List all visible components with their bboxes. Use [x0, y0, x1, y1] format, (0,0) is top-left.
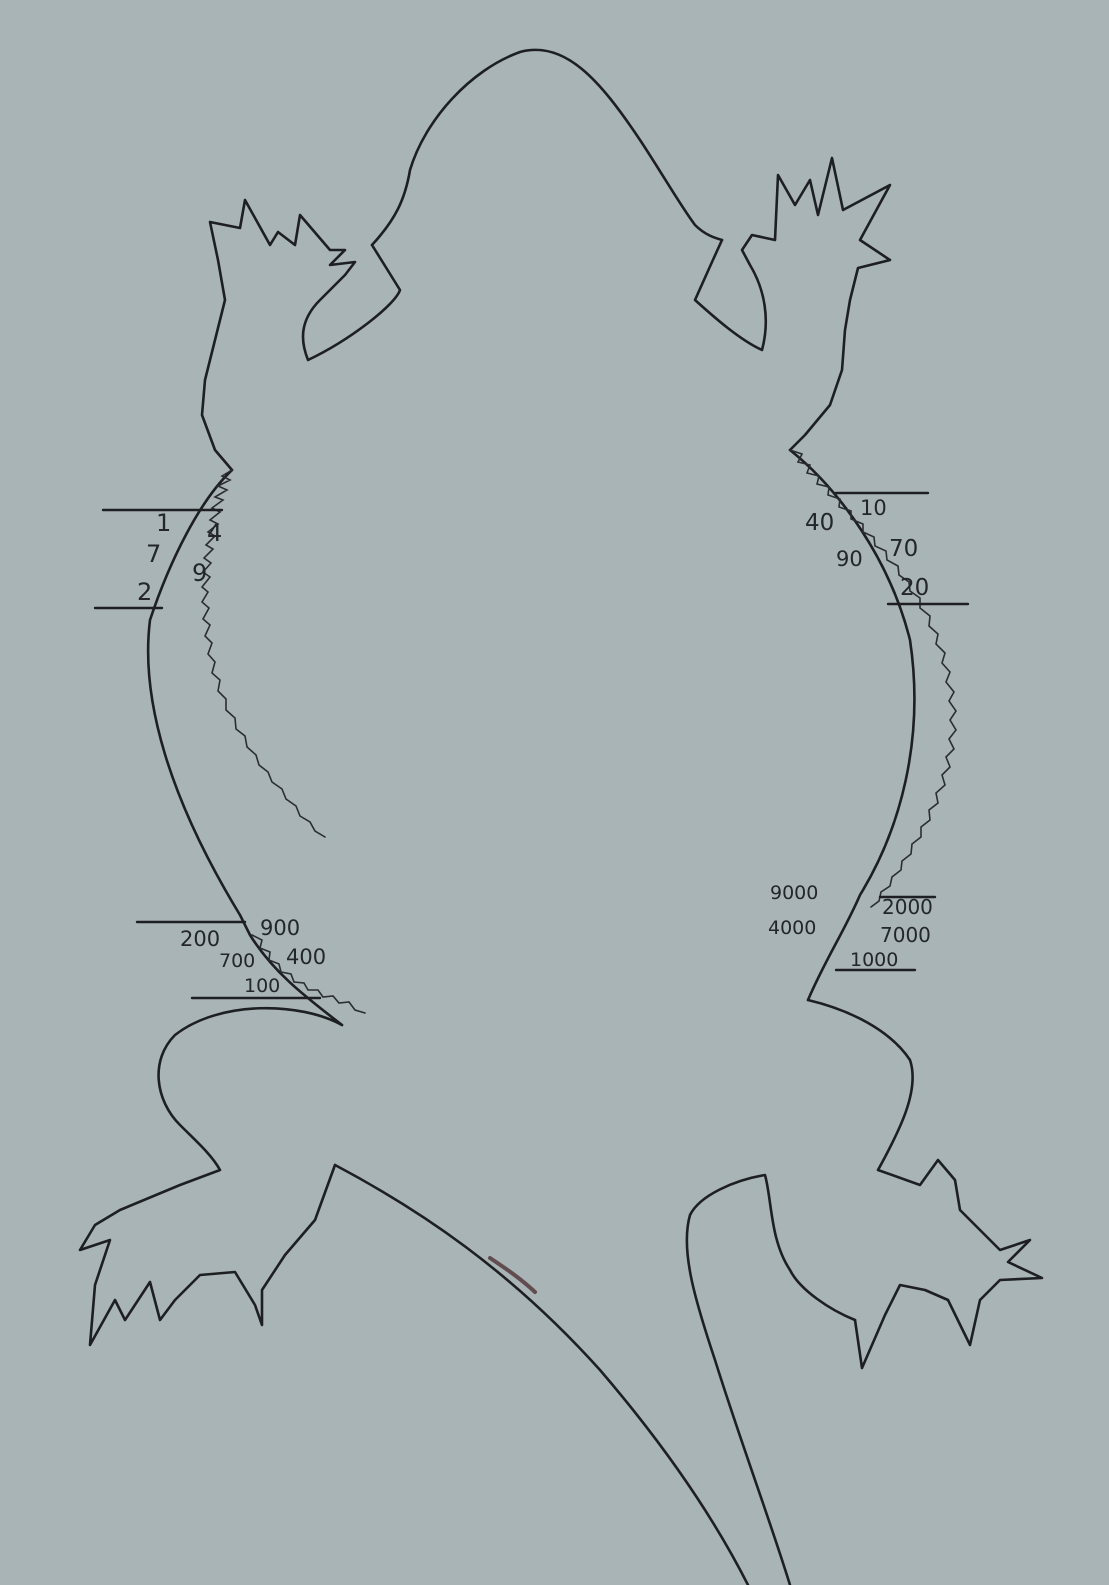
label-200: 200 [180, 927, 220, 951]
label-20: 20 [900, 575, 929, 601]
label-1000: 1000 [850, 949, 898, 971]
label-1: 1 [156, 509, 171, 537]
label-9: 9 [192, 559, 207, 587]
label-100: 100 [244, 975, 280, 997]
label-7: 7 [146, 540, 161, 568]
label-9000: 9000 [770, 882, 818, 904]
label-10: 10 [860, 496, 887, 520]
label-2000: 2000 [882, 895, 933, 919]
label-400: 400 [286, 945, 326, 969]
label-90: 90 [836, 547, 863, 571]
label-2: 2 [137, 578, 152, 606]
label-4: 4 [207, 519, 222, 547]
label-40: 40 [805, 510, 834, 536]
label-70: 70 [889, 536, 918, 562]
label-4000: 4000 [768, 917, 816, 939]
label-900: 900 [260, 916, 300, 940]
label-700: 700 [219, 950, 255, 972]
label-7000: 7000 [880, 923, 931, 947]
